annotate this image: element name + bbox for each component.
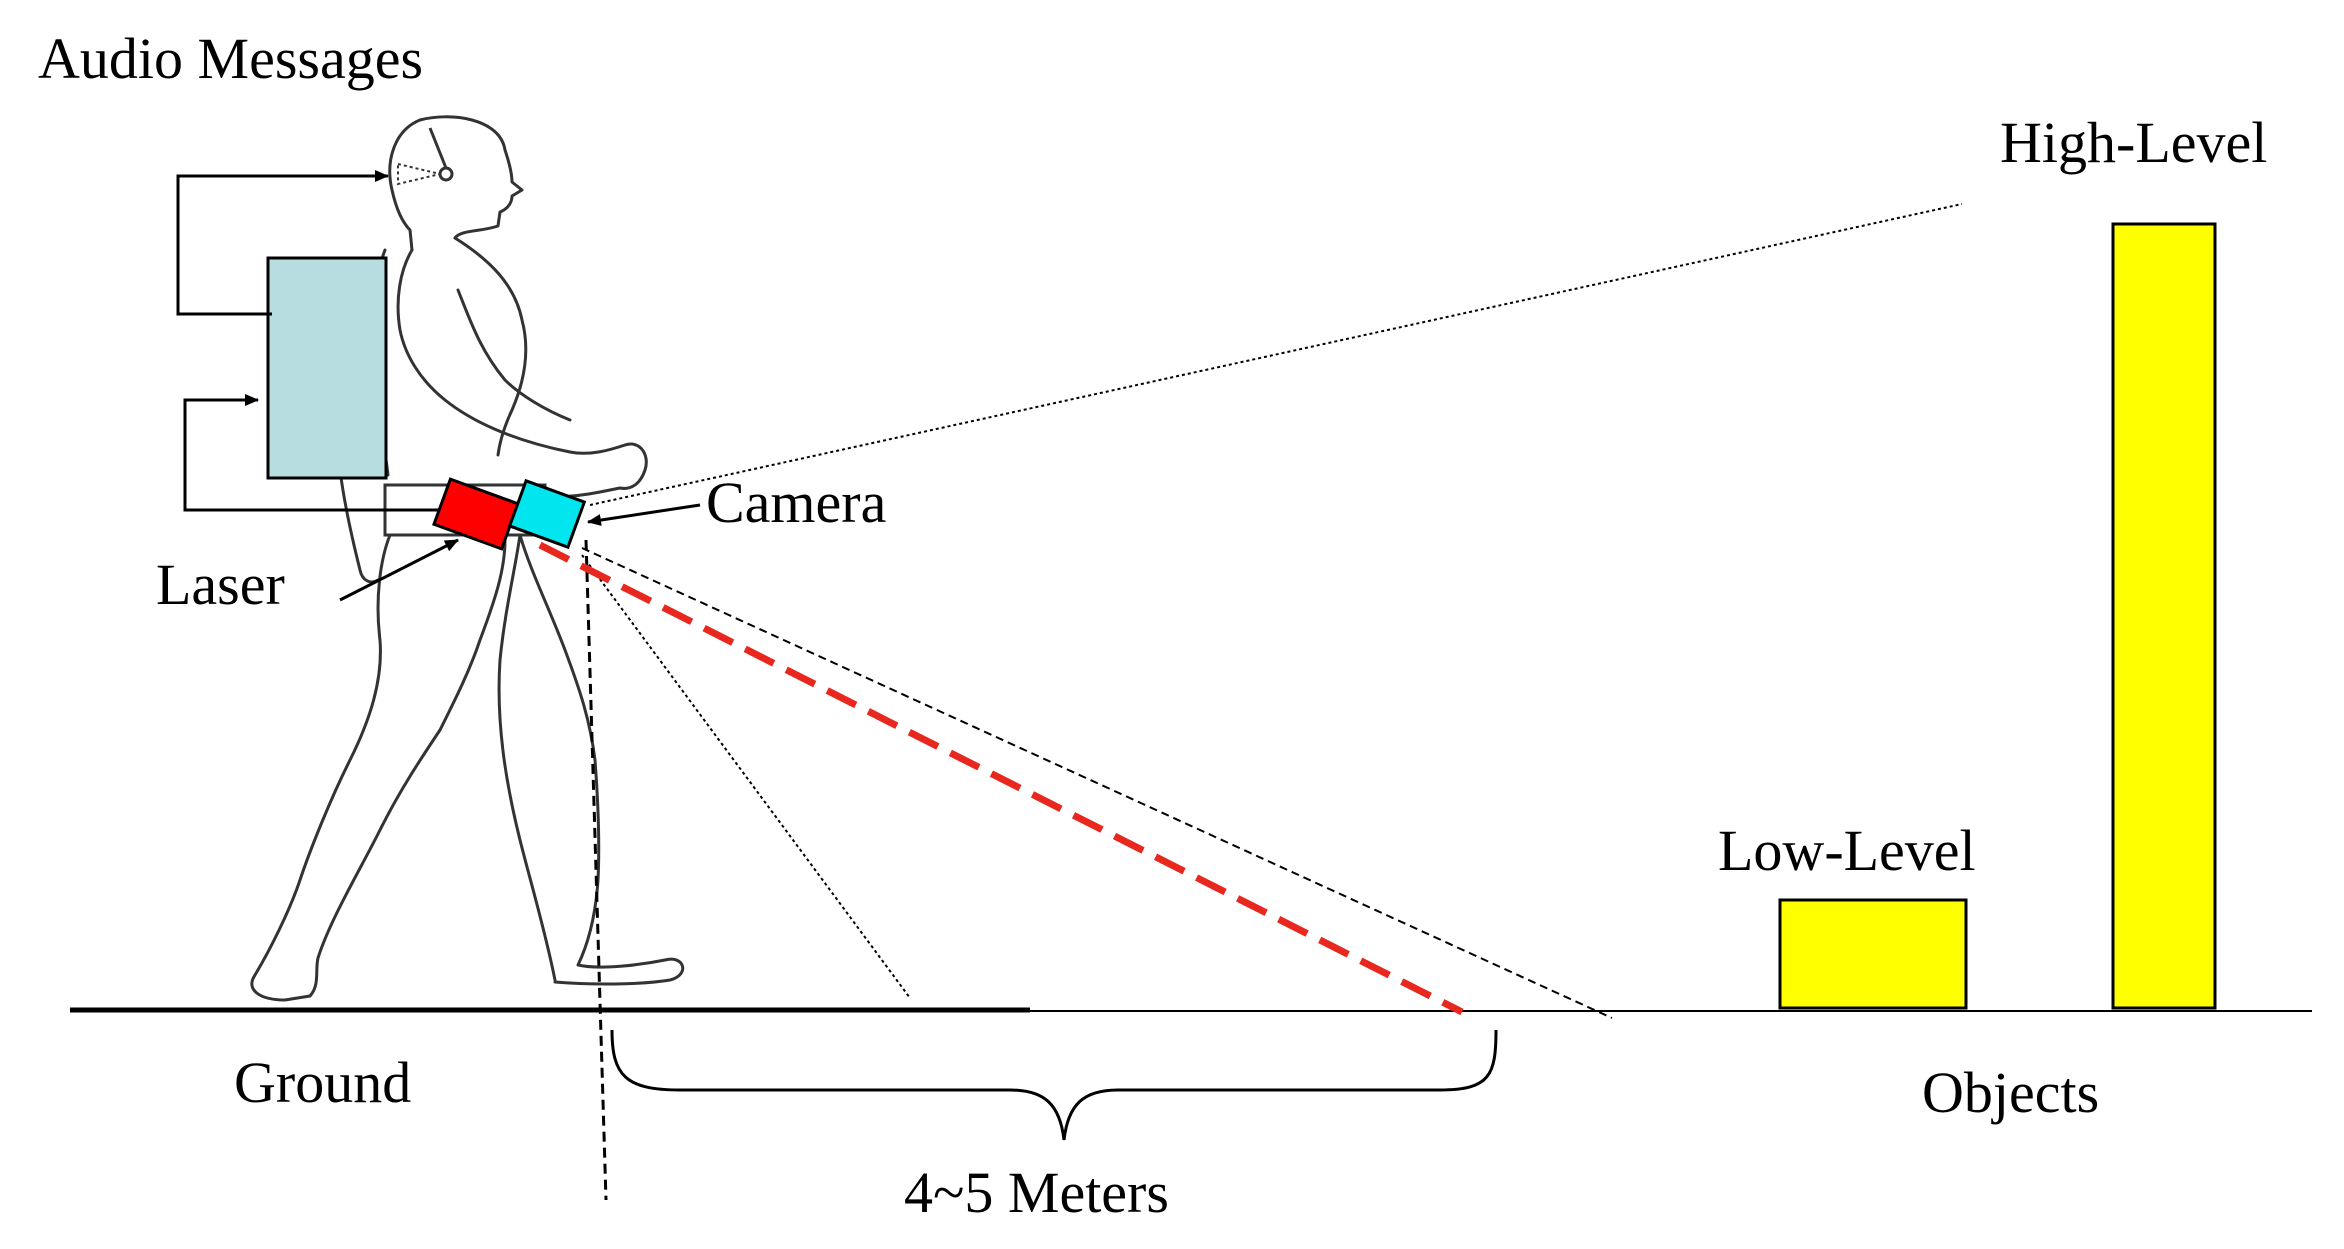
camera-label: Camera [706, 470, 886, 535]
high-level-label: High-Level [2000, 110, 2267, 175]
distance-brace [610, 1029, 1498, 1141]
camera-fov-lower-line [581, 547, 1613, 1019]
objects-label: Objects [1922, 1060, 2099, 1125]
processing-unit-box [266, 256, 388, 480]
laser-label: Laser [156, 552, 285, 617]
camera-fov-near-line [581, 554, 911, 999]
ear-icon [397, 127, 454, 186]
laser-pointer-arrow [339, 538, 459, 602]
camera-vertical-line [584, 539, 608, 1201]
audio-messages-label: Audio Messages [38, 26, 423, 91]
camera-device [507, 478, 587, 550]
audio-connector [176, 170, 389, 316]
walking-person-figure [250, 115, 684, 1002]
laser-device [432, 477, 520, 551]
camera-fov-upper-line [589, 203, 1963, 506]
distance-label: 4~5 Meters [904, 1160, 1169, 1225]
low-level-object [1778, 898, 1968, 1010]
ground-label: Ground [234, 1050, 411, 1115]
camera-pointer-arrow [587, 503, 701, 526]
high-level-object [2111, 222, 2217, 1010]
low-level-label: Low-Level [1718, 818, 1976, 883]
sensor-connector [183, 394, 440, 512]
laser-beam [538, 541, 1464, 1016]
